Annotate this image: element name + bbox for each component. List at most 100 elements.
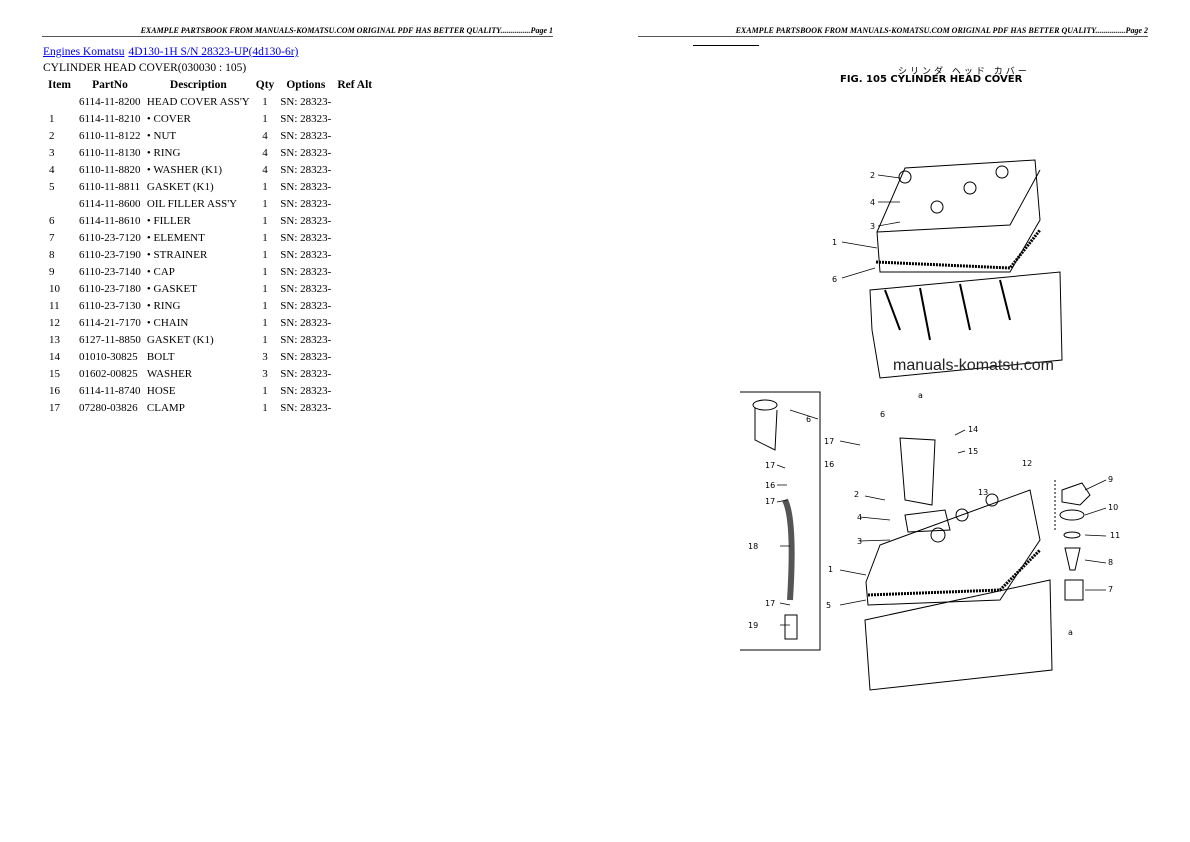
partno-cell: 6110-23-7130 (79, 299, 141, 312)
qty-cell: 1 (262, 316, 268, 329)
col-description: Description (169, 79, 227, 91)
item-cell: 10 (49, 282, 60, 295)
partno-cell: 6110-11-8820 (79, 163, 141, 176)
table-row: 4 6110-11-8820 • WASHER (K1) 4 SN: 28323- (43, 161, 375, 178)
options-cell: SN: 28323- (280, 214, 332, 227)
item-cell: 6 (49, 214, 55, 227)
partno-cell: 6110-23-7120 (79, 231, 141, 244)
description-cell: • ELEMENT (146, 231, 205, 244)
svg-text:9: 9 (1108, 475, 1113, 484)
item-cell: 17 (49, 401, 60, 414)
lower-head-cover (864, 437, 1053, 691)
partno-cell: 6114-11-8600 (79, 197, 141, 210)
col-item: Item (48, 79, 71, 91)
partno-cell: 01602-00825 (79, 367, 138, 380)
svg-text:4: 4 (870, 198, 875, 207)
description-cell: • NUT (146, 129, 177, 142)
breadcrumb-model[interactable]: 4D130-1H S/N 28323-UP(4d130-6r) (128, 46, 299, 58)
svg-text:8: 8 (1108, 558, 1113, 567)
svg-text:16: 16 (824, 460, 834, 469)
svg-text:7: 7 (1108, 585, 1113, 594)
qty-cell: 1 (262, 95, 268, 108)
description-cell: • FILLER (146, 214, 191, 227)
svg-text:17: 17 (765, 461, 775, 470)
partno-cell: 6110-23-7190 (79, 248, 141, 261)
qty-cell: 1 (262, 231, 268, 244)
breadcrumb-engines-komatsu[interactable]: Engines Komatsu (43, 46, 125, 58)
svg-text:1: 1 (832, 238, 837, 247)
table-header: Item PartNo Description Qty Options Ref … (43, 77, 375, 93)
description-cell: • CHAIN (146, 316, 189, 329)
qty-cell: 1 (262, 384, 268, 397)
description-cell: GASKET (K1) (146, 333, 214, 346)
partno-cell: 01010-30825 (79, 350, 138, 363)
qty-cell: 1 (262, 214, 268, 227)
item-cell: 1 (49, 112, 55, 125)
svg-text:11: 11 (1110, 531, 1120, 540)
item-cell: 11 (49, 299, 60, 312)
svg-text:6: 6 (806, 415, 811, 424)
item-cell: 2 (49, 129, 55, 142)
partno-cell: 6114-11-8610 (79, 214, 141, 227)
callouts (776, 174, 1107, 626)
svg-text:12: 12 (1022, 459, 1032, 468)
qty-cell: 1 (262, 401, 268, 414)
partno-cell: 6110-23-7180 (79, 282, 141, 295)
partno-cell: 07280-03826 (79, 401, 138, 414)
description-cell: GASKET (K1) (146, 180, 214, 193)
partno-cell: 6110-23-7140 (79, 265, 141, 278)
item-cell: 8 (49, 248, 55, 261)
partno-cell: 6114-21-7170 (79, 316, 141, 329)
description-cell: • WASHER (K1) (146, 163, 223, 176)
qty-cell: 1 (262, 180, 268, 193)
svg-text:17: 17 (765, 599, 775, 608)
description-cell: • STRAINER (146, 248, 208, 261)
watermark: manuals-komatsu.com (893, 357, 1054, 374)
svg-text:6: 6 (832, 275, 837, 284)
qty-cell: 4 (262, 163, 268, 176)
col-options: Options (286, 79, 326, 91)
figure-title: FIG. 105 CYLINDER HEAD COVER (840, 74, 1023, 85)
description-cell: HOSE (146, 384, 176, 397)
col-ref-alt: Ref Alt (337, 79, 373, 91)
options-cell: SN: 28323- (280, 282, 332, 295)
page-2-header: EXAMPLE PARTSBOOK FROM MANUALS-KOMATSU.C… (638, 26, 1148, 37)
options-cell: SN: 28323- (280, 146, 332, 159)
options-cell: SN: 28323- (280, 248, 332, 261)
item-cell: 15 (49, 367, 60, 380)
svg-text:17: 17 (824, 437, 834, 446)
item-cell: 16 (49, 384, 60, 397)
svg-text:a: a (1068, 628, 1073, 637)
svg-text:4: 4 (857, 513, 862, 522)
options-cell: SN: 28323- (280, 129, 332, 142)
options-cell: SN: 28323- (280, 333, 332, 346)
options-cell: SN: 28323- (280, 163, 332, 176)
table-row: 6 6114-11-8610 • FILLER 1 SN: 28323- (43, 212, 375, 229)
qty-cell: 1 (262, 299, 268, 312)
description-cell: • COVER (146, 112, 191, 125)
item-cell: 7 (49, 231, 55, 244)
options-cell: SN: 28323- (280, 95, 332, 108)
svg-text:5: 5 (826, 601, 831, 610)
partno-cell: 6110-11-8130 (79, 146, 141, 159)
item-cell: 14 (49, 350, 60, 363)
item-cell: 4 (49, 163, 55, 176)
item-cell: 9 (49, 265, 55, 278)
partno-cell: 6114-11-8210 (79, 112, 141, 125)
description-cell: HEAD COVER ASS'Y (146, 95, 250, 108)
qty-cell: 1 (262, 333, 268, 346)
partno-cell: 6110-11-8122 (79, 129, 141, 142)
svg-text:a: a (918, 391, 923, 400)
